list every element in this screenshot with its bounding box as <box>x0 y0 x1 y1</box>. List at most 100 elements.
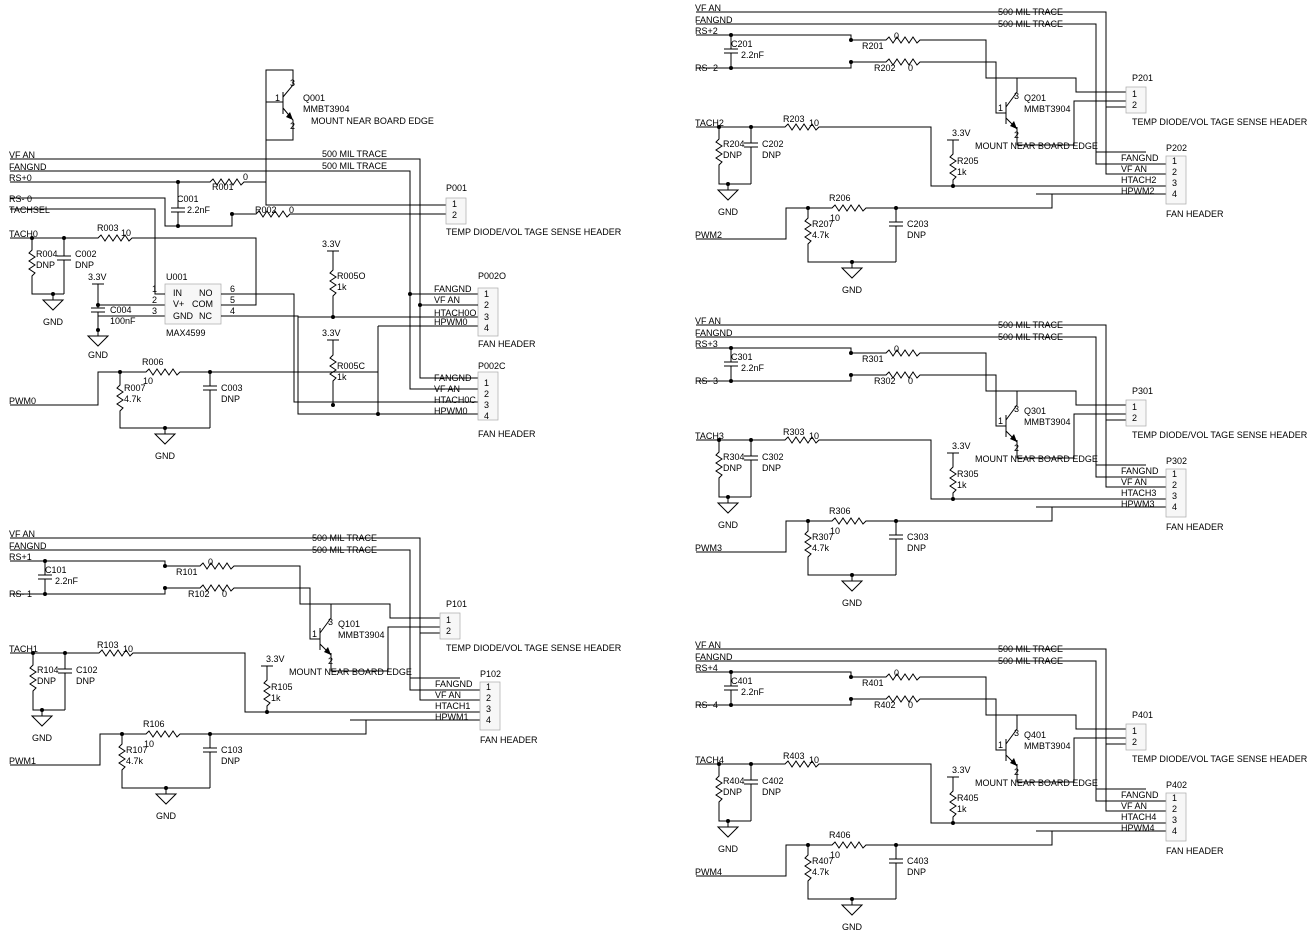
pin-number: 2 <box>486 693 491 703</box>
pin-number: 2 <box>1172 804 1177 814</box>
resistor-value: 0 <box>243 172 248 182</box>
connector-desc: TEMP DIODE/VOL TAGE SENSE HEADER <box>1132 754 1308 764</box>
pin-number: 1 <box>312 629 317 639</box>
capacitor-value: 2.2nF <box>55 576 79 586</box>
ic-pin-label: GND <box>173 311 194 321</box>
resistor-value: 10 <box>830 213 840 223</box>
capacitor-ref: C001 <box>177 194 199 204</box>
resistor-ref: R205 <box>957 156 979 166</box>
resistor-value: 1k <box>957 167 967 177</box>
net-label-tach: TACH1 <box>9 644 38 654</box>
transistor-ref: Q101 <box>338 619 360 629</box>
pin-label: HPWM0 <box>434 406 468 416</box>
resistor-value: 4.7k <box>812 543 830 553</box>
pin-number: 1 <box>1132 89 1137 99</box>
net-label-rs-minus: RS- 0 <box>9 194 32 204</box>
capacitor-value: DNP <box>907 867 926 877</box>
placement-note: MOUNT NEAR BOARD EDGE <box>311 116 434 126</box>
ic-pin-label: NC <box>199 311 212 321</box>
ground-label: GND <box>155 451 176 461</box>
pin-number: 2 <box>1172 480 1177 490</box>
pin-number: 2 <box>484 300 489 310</box>
capacitor-value: 2.2nF <box>741 687 765 697</box>
trace-note: 500 MIL TRACE <box>998 332 1063 342</box>
net-label-rs-minus: RS- 1 <box>9 589 32 599</box>
net-label-fangnd: FANGND <box>695 15 733 25</box>
pin-label: FANGND <box>1121 153 1159 163</box>
ground-label: GND <box>43 317 64 327</box>
supply-label: 3.3V <box>952 128 971 138</box>
capacitor-value: DNP <box>762 463 781 473</box>
ground-label: GND <box>718 520 739 530</box>
pin-number: 3 <box>328 617 333 627</box>
trace-note: 500 MIL TRACE <box>998 19 1063 29</box>
resistor-value: 10 <box>809 755 819 765</box>
net-label-vfan: VF AN <box>695 3 721 13</box>
net-label-rs-plus: RS+2 <box>695 26 718 36</box>
pin-number: 2 <box>1014 130 1019 140</box>
pin-label: FANGND <box>434 284 472 294</box>
supply-label: 3.3V <box>88 272 107 282</box>
net-label-pwm: PWM2 <box>695 230 722 240</box>
pin-label: HTACH4 <box>1121 812 1156 822</box>
resistor-value: 10 <box>143 376 153 386</box>
resistor-value: 4.7k <box>124 394 142 404</box>
net-label-rs-minus: RS- 3 <box>695 376 718 386</box>
connector-desc: TEMP DIODE/VOL TAGE SENSE HEADER <box>1132 430 1308 440</box>
trace-note: 500 MIL TRACE <box>998 656 1063 666</box>
pin-label: FANGND <box>434 373 472 383</box>
resistor-value: 0 <box>208 557 213 567</box>
capacitor-value: 2.2nF <box>741 50 765 60</box>
transistor-ref: Q401 <box>1024 730 1046 740</box>
net-label-fangnd: FANGND <box>9 162 47 172</box>
transistor-ref: Q001 <box>303 93 325 103</box>
pin-number: 3 <box>290 78 295 88</box>
pin-number: 4 <box>1172 502 1177 512</box>
transistor-part: MMBT3904 <box>338 630 385 640</box>
pin-number: 3 <box>1172 491 1177 501</box>
pin-number: 3 <box>1172 815 1177 825</box>
pin-number: 3 <box>1014 728 1019 738</box>
resistor-value: 10 <box>123 644 133 654</box>
resistor-value: 10 <box>144 739 154 749</box>
resistor-ref: R401 <box>862 678 884 688</box>
resistor-ref: R007 <box>124 383 146 393</box>
resistor-value: 10 <box>809 118 819 128</box>
resistor-ref: R307 <box>812 532 834 542</box>
trace-note: 500 MIL TRACE <box>322 149 387 159</box>
ground-label: GND <box>718 844 739 854</box>
pin-number: 6 <box>230 284 235 294</box>
resistor-ref: R201 <box>862 41 884 51</box>
pin-label: HTACH3 <box>1121 488 1156 498</box>
trace-note: 500 MIL TRACE <box>998 644 1063 654</box>
pin-number: 3 <box>486 704 491 714</box>
connector-desc: TEMP DIODE/VOL TAGE SENSE HEADER <box>1132 117 1308 127</box>
resistor-ref: R407 <box>812 856 834 866</box>
connector-body <box>1165 155 1187 205</box>
pin-label: VF AN <box>1121 801 1147 811</box>
resistor-value: 1k <box>957 804 967 814</box>
resistor-value: 1k <box>271 693 281 703</box>
net-label-tach: TACH2 <box>695 118 724 128</box>
connector-desc: FAN HEADER <box>480 735 538 745</box>
pin-number: 2 <box>152 295 157 305</box>
connector-body <box>445 197 467 225</box>
connector-ref: P002O <box>478 271 506 281</box>
pin-number: 1 <box>1172 469 1177 479</box>
pin-label: HPWM4 <box>1121 823 1155 833</box>
capacitor-ref: C101 <box>45 565 67 575</box>
supply-label: 3.3V <box>322 328 341 338</box>
net-label-rs-plus: RS+4 <box>695 663 718 673</box>
resistor-value: 4.7k <box>812 230 830 240</box>
net-label-vfan: VF AN <box>695 316 721 326</box>
resistor-ref: R402 <box>874 700 896 710</box>
resistor-ref: R406 <box>829 830 851 840</box>
resistor-value: DNP <box>36 260 55 270</box>
ic-part: MAX4599 <box>166 328 206 338</box>
pin-number: 4 <box>1172 189 1177 199</box>
resistor-ref: R006 <box>142 357 164 367</box>
resistor-ref: R005O <box>337 271 366 281</box>
capacitor-ref: C201 <box>731 39 753 49</box>
net-label-rs-minus: RS- 2 <box>695 63 718 73</box>
pin-label: HTACH2 <box>1121 175 1156 185</box>
